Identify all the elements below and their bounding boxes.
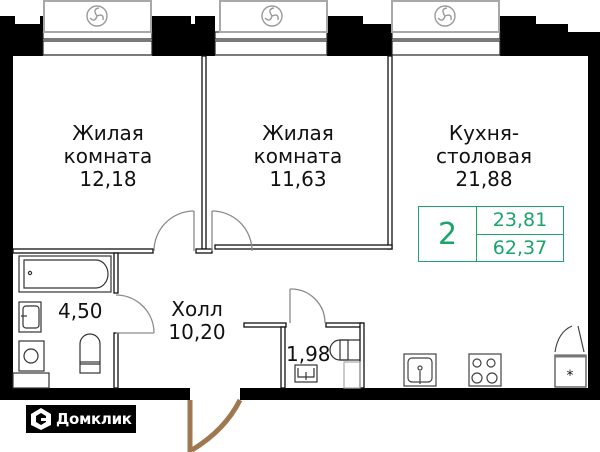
door-wc xyxy=(289,288,326,324)
bathtub-icon xyxy=(18,255,112,293)
room-name-line1: Холл xyxy=(171,297,223,321)
room-label-hall: Холл 10,20 xyxy=(168,298,225,344)
room-name-line1: Жилая xyxy=(72,121,144,145)
room-area-bathroom: 4,50 xyxy=(58,299,103,323)
kitchen-sink-icon xyxy=(403,353,437,387)
room-area-wc: 1,98 xyxy=(286,342,331,366)
room-name-line2: комната xyxy=(63,144,153,168)
domclick-house-icon xyxy=(31,408,51,430)
apartment-summary-box: 2 23,81 62,37 xyxy=(418,206,564,262)
door-room2 xyxy=(211,210,253,252)
area-column: 23,81 62,37 xyxy=(477,207,563,261)
room-area: 21,88 xyxy=(455,167,513,191)
door-room1 xyxy=(153,210,195,252)
room-name-line2: столовая xyxy=(436,144,532,168)
fridge-icon: * xyxy=(554,325,587,388)
exterior-walls xyxy=(0,16,600,400)
toilet-icon xyxy=(79,333,101,374)
room-label-living-room-2: Жилая комната 11,63 xyxy=(254,122,343,191)
room-count: 2 xyxy=(419,207,477,261)
room-name-line1: Жилая xyxy=(262,121,334,145)
sink-icon xyxy=(18,301,42,333)
room-area: 11,63 xyxy=(269,167,327,191)
windows xyxy=(42,31,501,56)
svg-text:*: * xyxy=(567,368,574,384)
room-label-kitchen: Кухня- столовая 21,88 xyxy=(436,122,532,191)
wc-toilet-icon xyxy=(329,339,361,361)
fan-icon xyxy=(86,5,456,27)
room-area: 12,18 xyxy=(79,167,137,191)
room-name-line2: комната xyxy=(253,144,343,168)
door-bathroom xyxy=(115,294,155,334)
wc-sink-icon xyxy=(294,364,318,383)
washing-machine-icon xyxy=(12,340,50,389)
room-label-living-room-1: Жилая комната 12,18 xyxy=(64,122,153,191)
domclick-logo: Домклик xyxy=(26,405,136,433)
stove-icon xyxy=(468,353,502,387)
logo-text: Домклик xyxy=(56,410,132,428)
room-area: 10,20 xyxy=(168,320,226,344)
wc-box xyxy=(343,361,361,389)
living-area: 23,81 xyxy=(477,207,563,235)
entrance-door-swing xyxy=(187,398,243,452)
room-name-line1: Кухня- xyxy=(448,121,520,145)
door-swings xyxy=(115,210,326,334)
total-area: 62,37 xyxy=(492,236,548,259)
